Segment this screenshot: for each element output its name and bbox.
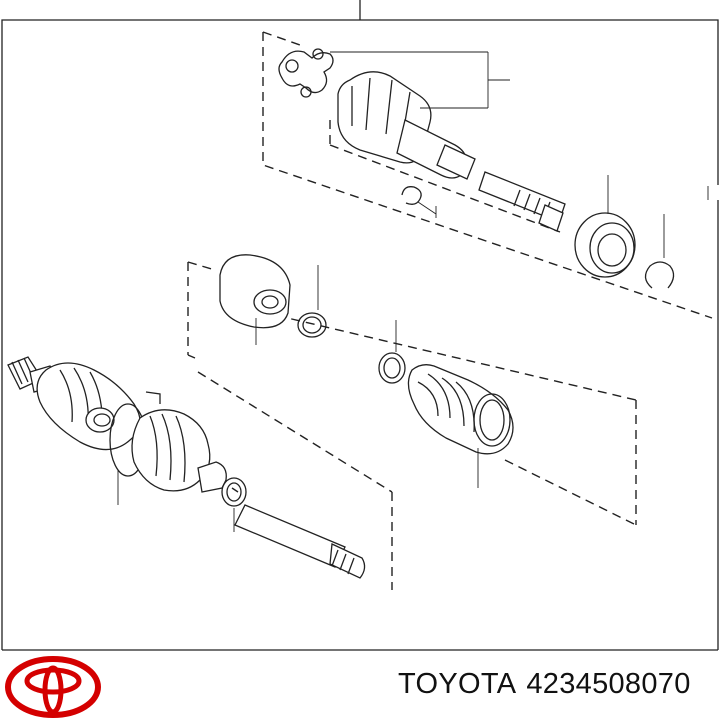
tripod-joint-part xyxy=(278,48,488,98)
dynamic-damper-part xyxy=(219,254,291,345)
boot-clamp-small-part xyxy=(297,265,327,338)
brand-name: TOYOTA xyxy=(398,668,517,700)
boot-clamp-medium-part xyxy=(378,320,406,384)
outboard-joint-assembly-part xyxy=(7,356,366,579)
inboard-housing-part xyxy=(337,52,510,180)
snap-ring-part xyxy=(401,186,437,218)
bearing-snap-ring-part xyxy=(644,186,709,289)
toyota-emblem-icon xyxy=(5,656,101,718)
bearing-part xyxy=(574,175,636,278)
boot-kit-group-outline xyxy=(187,261,637,526)
part-caption: TOYOTA 4234508070 xyxy=(398,668,701,701)
inboard-boot-part xyxy=(407,364,514,488)
part-number: 4234508070 xyxy=(526,668,691,700)
inboard-joint-group-outline xyxy=(262,31,713,319)
outboard-group-outline xyxy=(197,371,393,590)
intermediate-shaft-part xyxy=(478,171,566,232)
diagram-frame xyxy=(1,0,719,651)
